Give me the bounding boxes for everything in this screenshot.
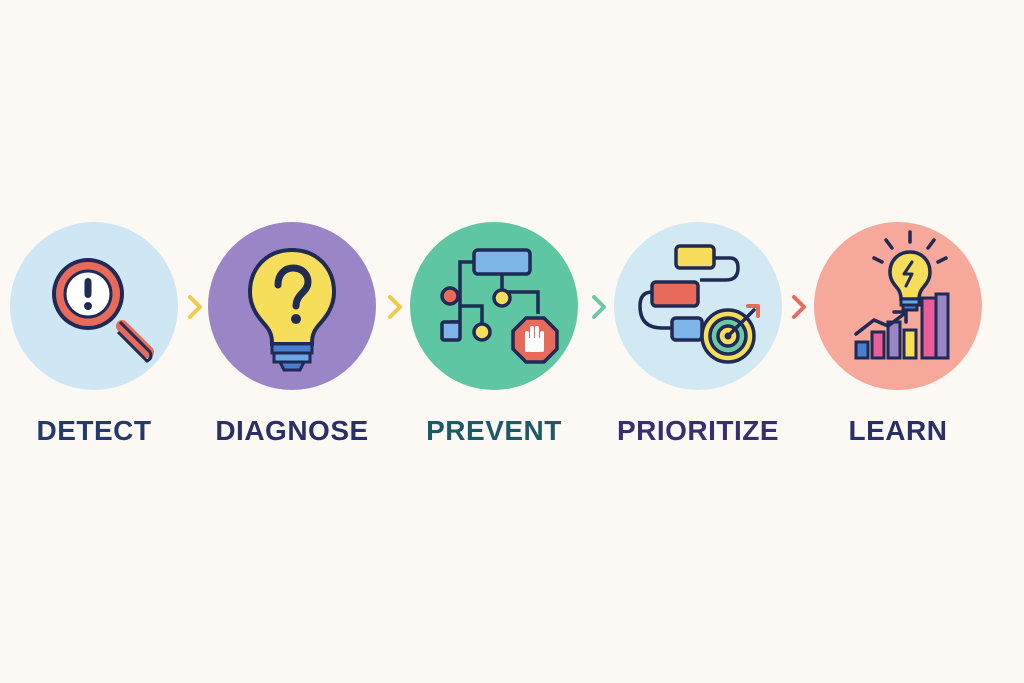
lightbulb-question-icon (208, 222, 376, 390)
chevron-right-icon (788, 291, 812, 323)
lightbulb-growth-chart-icon (814, 222, 982, 390)
step-diagnose (208, 222, 376, 390)
step-prevent (410, 222, 578, 390)
step-label-learn: LEARN (848, 415, 948, 446)
step-label-prioritize: PRIORITIZE (616, 415, 780, 446)
step-label-prevent: PREVENT (426, 415, 562, 446)
chevron-right-icon (184, 291, 208, 323)
step-prioritize (614, 222, 782, 390)
step-learn (814, 222, 982, 390)
chevron-right-icon (588, 291, 612, 323)
chevron-right-icon (384, 291, 408, 323)
flowchart-stop-hand-icon (410, 222, 578, 390)
magnifier-exclamation-icon (10, 222, 178, 390)
flow-target-icon (614, 222, 782, 390)
step-label-detect: DETECT (36, 415, 152, 446)
step-detect (10, 222, 178, 390)
step-label-diagnose: DIAGNOSE (215, 415, 369, 446)
